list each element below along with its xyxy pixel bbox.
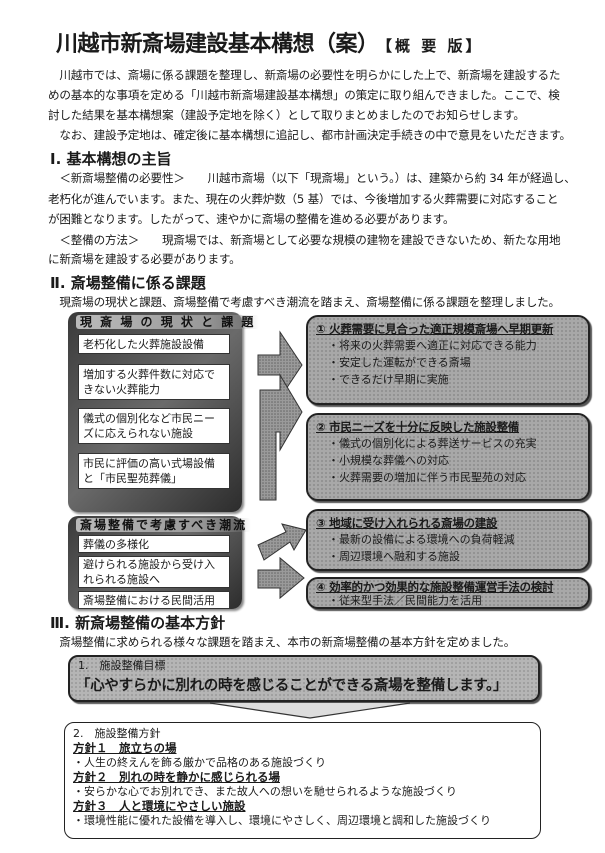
section3-heading: Ⅲ. 新斎場整備の基本方針 xyxy=(50,614,226,632)
issue-box-1: ① 火葬需要に見合った適正規模斎場へ早期更新 ・将来の火葬需要へ適正に対応できる… xyxy=(306,315,590,405)
issue-item: ・従来型手法／民間能力を活用 xyxy=(328,594,482,607)
trend-item: 葬儀の多様化 xyxy=(78,535,230,553)
title-main: 川越市新斎場建設基本構想（案） xyxy=(56,32,379,57)
issue-title: ② 市民ニーズを十分に反映した施設整備 xyxy=(316,420,519,434)
title-sub: 【概 要 版】 xyxy=(384,37,484,55)
issue-item: ・安定した運転ができる斎場 xyxy=(328,356,471,369)
issue-item: ・周辺環境へ融和する施設 xyxy=(328,550,460,563)
issue-box-2: ② 市民ニーズを十分に反映した施設整備 ・儀式の個別化による葬送サービスの充実 … xyxy=(306,413,590,501)
down-chevron-icon xyxy=(210,702,410,719)
goal-label: 1. 施設整備目標 xyxy=(78,659,166,672)
policy-label: 2. 施設整備方針 xyxy=(73,727,161,740)
arrow-icon xyxy=(257,556,305,600)
issue-title: ④ 効率的かつ効果的な施設整備運営手法の検討 xyxy=(316,580,554,594)
section3-lead: 斎場整備に求められる様々な課題を踏まえ、本市の新斎場整備の基本方針を定めました。 xyxy=(48,635,516,649)
goal-text: 「心やすらかに別れの時を感じることができる斎場を整備します。」 xyxy=(76,678,508,694)
trends-box: 斎場整備で考慮すべき潮流 葬儀の多様化 避けられる施設から受け入れられる施設へ … xyxy=(68,516,252,609)
issue-item: ・小規模な葬儀への対応 xyxy=(328,454,449,467)
issue-title: ③ 地域に受け入れられる斎場の建設 xyxy=(316,516,498,530)
facility-policy-box: 2. 施設整備方針 方針１ 旅立ちの場 ・人生の終えんを飾る厳かで品格のある施設… xyxy=(64,722,541,839)
section1-line: ＜整備の方法＞ 現斎場では、新斎場として必要な規模の建物を建設できないため、新た… xyxy=(48,233,561,247)
facility-goal-box: 1. 施設整備目標 「心やすらかに別れの時を感じることができる斎場を整備します。… xyxy=(68,655,540,702)
flow-arrows xyxy=(257,330,307,600)
issue-item: ・できるだけ早期に実施 xyxy=(328,373,449,386)
issue-box-3: ③ 地域に受け入れられる斎場の建設 ・最新の設備による環境への負荷軽減 ・周辺環… xyxy=(306,509,590,571)
section1-line: が困難となります。したがって、速やかに斎場の整備を進める必要があります。 xyxy=(48,212,455,226)
policy-desc: ・環境性能に優れた設備を導入し、環境にやさしく、周辺環境と調和した施設づくり xyxy=(73,813,491,827)
document-title: 川越市新斎場建設基本構想（案） 【概 要 版】 xyxy=(56,26,483,58)
policy-desc: ・人生の終えんを飾る厳かで品格のある施設づくり xyxy=(73,755,326,769)
policy-title: 方針１ 旅立ちの場 xyxy=(73,741,177,755)
current-item: 市民に評価の高い式場設備と「市民聖苑葬儀」 xyxy=(78,453,230,489)
intro-line: 川越市では、斎場に係る課題を整理し、新斎場の必要性を明らかにした上で、新斎場を建… xyxy=(48,68,561,82)
trend-item: 避けられる施設から受け入れられる施設へ xyxy=(78,556,230,588)
policy-desc: ・安らかな心でお別れでき、また故人への想いを馳せられるような施設づくり xyxy=(73,784,457,798)
trend-item: 斎場整備における民間活用 xyxy=(78,591,230,609)
issue-item: ・儀式の個別化による葬送サービスの充実 xyxy=(328,437,537,450)
issue-item: ・最新の設備による環境への負荷軽減 xyxy=(328,533,515,546)
section2-lead: 現斎場の現状と課題、斎場整備で考慮すべき潮流を踏まえ、斎場整備に係る課題を整理し… xyxy=(48,295,560,309)
intro-line: めの基本的な事項を定める「川越市新斎場建設基本構想」の策定に取り組んできました。… xyxy=(48,88,560,102)
section1-line: 老朽化が進んでいます。また、現在の火葬炉数（5 基）では、今後増加する火葬需要に… xyxy=(48,192,559,206)
current-item: 老朽化した火葬施設設備 xyxy=(78,334,230,354)
policy-title: 方針３ 人と環境にやさしい施設 xyxy=(73,799,246,813)
issue-box-4: ④ 効率的かつ効果的な施設整備運営手法の検討 ・従来型手法／民間能力を活用 xyxy=(306,577,590,609)
current-status-box: 現 斎 場 の 現 状 と 課 題 老朽化した火葬施設設備 増加する火葬件数に対… xyxy=(68,312,260,512)
intro-line: 討した結果を基本構想案（建設予定地を除く）として取りまとめましたのでお知らせしま… xyxy=(48,108,525,122)
intro-line: なお、建設予定地は、確定後に基本構想に追記し、都市計画決定手続きの中で意見をいた… xyxy=(48,128,571,142)
current-item: 儀式の個別化など市民ニーズに応えられない施設 xyxy=(78,408,230,444)
arrow-icon xyxy=(257,330,303,400)
section1-heading: Ⅰ. 基本構想の主旨 xyxy=(50,150,172,168)
trends-heading: 斎場整備で考慮すべき潮流 xyxy=(76,518,252,532)
issue-item: ・将来の火葬需要へ適正に対応できる能力 xyxy=(328,339,537,352)
section1-line: ＜新斎場整備の必要性＞ 川越市斎場（以下「現斎場」という。）は、建築から約 34… xyxy=(48,171,576,185)
policy-title: 方針２ 別れの時を静かに感じられる場 xyxy=(73,770,280,784)
section1-line: に新斎場を建設する必要があります。 xyxy=(48,252,241,266)
arrow-icon xyxy=(257,523,307,561)
issue-title: ① 火葬需要に見合った適正規模斎場へ早期更新 xyxy=(316,322,554,336)
current-item: 増加する火葬件数に対応できない火葬能力 xyxy=(78,364,230,400)
arrow-icon xyxy=(259,373,303,501)
issue-item: ・火葬需要の増加に伴う市民聖苑の対応 xyxy=(328,471,526,484)
current-status-heading: 現 斎 場 の 現 状 と 課 題 xyxy=(76,315,260,329)
section2-heading: Ⅱ. 斎場整備に係る課題 xyxy=(50,274,206,292)
